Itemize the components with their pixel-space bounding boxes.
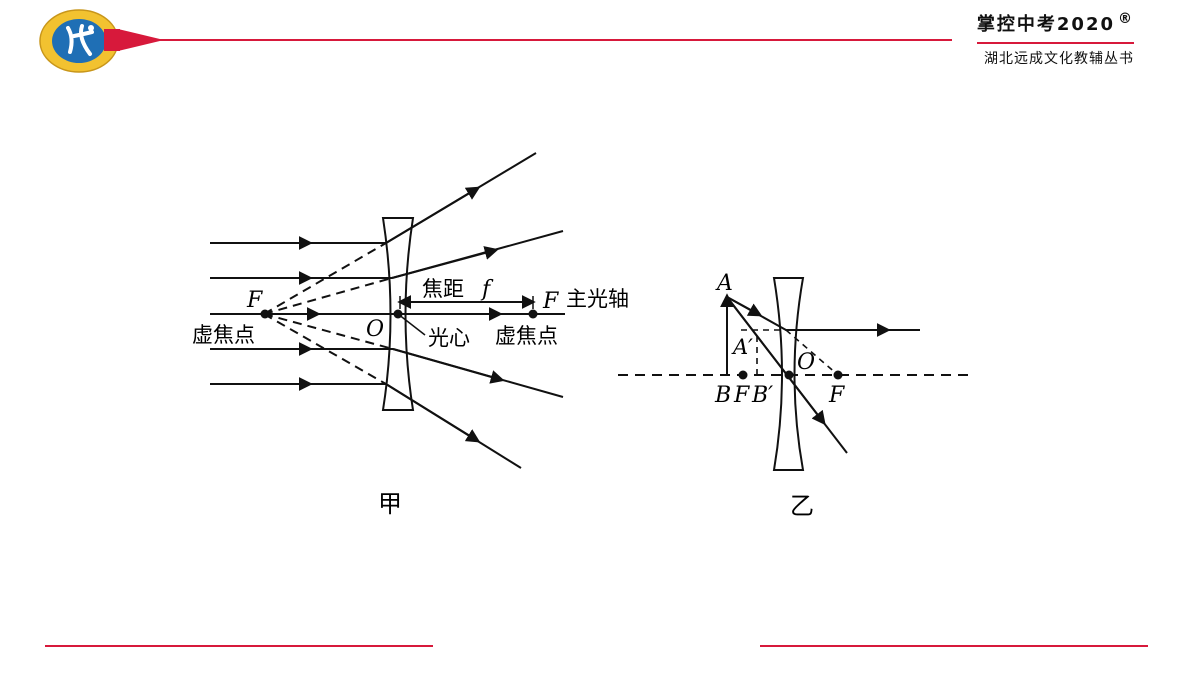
brand-block: 掌控中考2020® 湖北远成文化教辅丛书 bbox=[976, 10, 1134, 68]
label-B: B bbox=[714, 383, 731, 408]
label-F-right: F bbox=[542, 289, 559, 314]
point-O-yi bbox=[784, 370, 794, 380]
label-F-left-yi: F bbox=[733, 383, 750, 408]
point-F-left-yi bbox=[738, 370, 748, 380]
optical-center-point bbox=[393, 309, 403, 319]
registered-mark: ® bbox=[1118, 11, 1134, 27]
figure-jia bbox=[210, 152, 565, 469]
caption-yi: 乙 bbox=[790, 492, 814, 520]
label-O-jia: O bbox=[366, 317, 384, 342]
header-arrow bbox=[118, 29, 164, 51]
figure-yi bbox=[618, 277, 972, 471]
parallel-ray-arrow bbox=[726, 296, 763, 317]
refracted-ray-arrow bbox=[385, 186, 481, 244]
virtual-focus-right-point bbox=[528, 309, 538, 319]
label-A: A bbox=[715, 271, 733, 296]
virtual-focus-left-point bbox=[260, 309, 270, 319]
label-O-yi: O bbox=[797, 350, 815, 375]
label-f: f bbox=[480, 277, 494, 302]
label-A-prime: A′ bbox=[731, 335, 753, 359]
brand-title: 掌控中考2020® bbox=[976, 11, 1134, 35]
footer-rule-right bbox=[760, 645, 1148, 647]
label-virtual-focus-left: 虚焦点 bbox=[192, 323, 255, 347]
footer-rule-left bbox=[45, 645, 433, 647]
refracted-ray-arrow bbox=[392, 348, 505, 384]
label-F-right-yi: F bbox=[828, 383, 845, 408]
optical-center-leader bbox=[397, 313, 426, 336]
label-main-axis: 主光轴 bbox=[566, 287, 629, 311]
caption-jia: 甲 bbox=[378, 490, 402, 518]
header-accent-bar bbox=[104, 29, 120, 51]
label-virtual-focus-right: 虚焦点 bbox=[495, 324, 558, 348]
brand-logo bbox=[39, 9, 119, 73]
virtual-ray-back bbox=[785, 329, 839, 376]
virtual-extensions bbox=[263, 242, 394, 385]
label-focal-length: 焦距 bbox=[422, 277, 464, 301]
brand-subtitle: 湖北远成文化教辅丛书 bbox=[976, 42, 1134, 68]
label-optical-center: 光心 bbox=[428, 326, 470, 350]
label-B-prime: B′ bbox=[751, 383, 773, 408]
point-F-right-yi bbox=[833, 370, 843, 380]
label-F-left: F bbox=[246, 288, 263, 313]
header-rule bbox=[160, 39, 952, 41]
center-ray-arrow bbox=[726, 296, 826, 426]
refracted-ray-arrow bbox=[391, 246, 499, 279]
refracted-ray-arrow bbox=[385, 383, 481, 443]
